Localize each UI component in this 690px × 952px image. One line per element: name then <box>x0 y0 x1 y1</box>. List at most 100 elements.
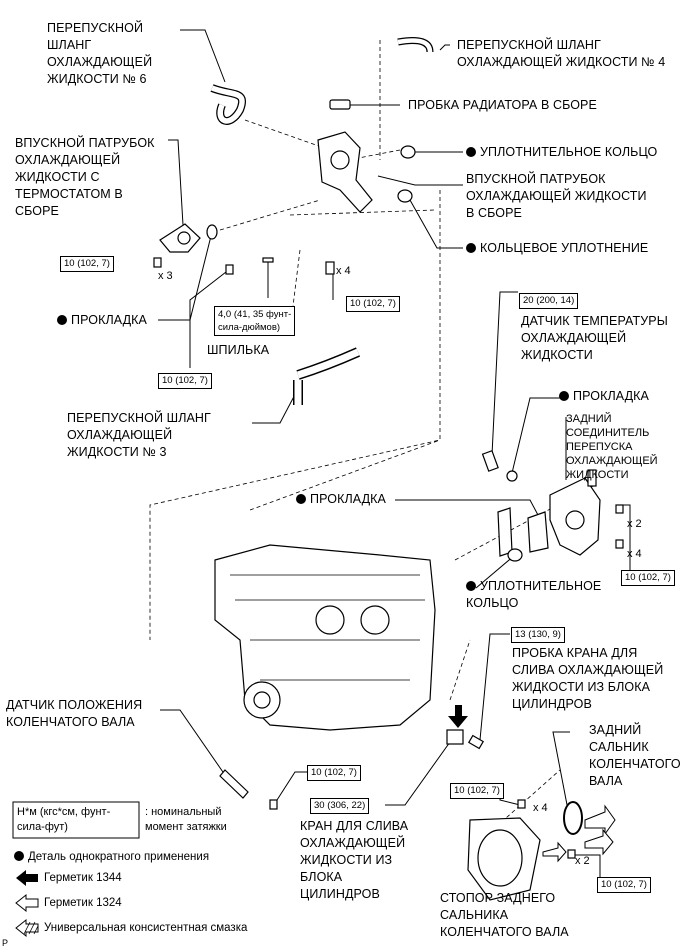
label-seal-retainer: СТОПОР ЗАДНЕГО САЛЬНИКА КОЛЕНЧАТОГО ВАЛА <box>440 891 569 939</box>
torque-box-stud: 4,0 (41, 35 фунт- сила-дюймов) <box>214 306 296 336</box>
rear-seal-part <box>563 801 583 835</box>
gasket-3a-part <box>497 507 513 557</box>
bolt-rear-2 <box>615 539 624 549</box>
grease-arrow-icon <box>584 804 616 836</box>
legend-sealant-1324-icon <box>15 893 39 913</box>
leader-o-ring-3 <box>475 554 516 589</box>
drain-cock-part <box>446 729 464 745</box>
multiplier-retainer-2: x 2 <box>575 855 590 867</box>
crank-sensor-part <box>219 769 249 799</box>
leader-gasket-2 <box>511 397 563 474</box>
sealant-1324-arrow-icon-2 <box>542 841 567 863</box>
leader-hose-6 <box>180 29 226 83</box>
o-ring-1-part <box>400 145 416 159</box>
gasket-1-part <box>206 224 218 240</box>
label-temp-sensor: ДАТЧИК ТЕМПЕРАТУРЫ ОХЛАЖДАЮЩЕЙ ЖИДКОСТИ <box>521 314 668 362</box>
bolt-rear-1 <box>615 504 624 514</box>
legend-single-use: Деталь однократного применения <box>14 850 209 864</box>
o-ring-2-part <box>397 189 413 203</box>
leader-drain-plug <box>479 633 510 741</box>
torque-box-rear-connector: 10 (102, 7) <box>621 570 675 586</box>
multiplier-rear-1: x 2 <box>627 518 642 530</box>
label-bypass-hose-6: ПЕРЕПУСКНОЙ ШЛАНГ ОХЛАЖДАЮЩЕЙ ЖИДКОСТИ №… <box>47 21 153 86</box>
label-crank-sensor: ДАТЧИК ПОЛОЖЕНИЯ КОЛЕНЧАТОГО ВАЛА <box>6 698 143 729</box>
torque-box-temp-sensor: 20 (200, 14) <box>519 293 579 309</box>
gasket-2-part <box>506 470 518 482</box>
label-radiator-cap: ПРОБКА РАДИАТОРА В СБОРЕ <box>408 98 597 112</box>
label-gasket-2: ПРОКЛАДКА <box>559 388 649 405</box>
bolt-crank-sensor <box>269 799 278 810</box>
label-o-ring-1: УПЛОТНИТЕЛЬНОЕ КОЛЬЦО <box>466 144 657 161</box>
legend-sealant-1344: Герметик 1344 <box>44 872 122 884</box>
drain-plug-part <box>467 734 485 750</box>
label-bypass-hose-3: ПЕРЕПУСКНОЙ ШЛАНГ ОХЛАЖДАЮЩЕЙ ЖИДКОСТИ №… <box>67 411 211 459</box>
sealant-1344-arrow-icon <box>448 705 468 728</box>
legend-grease: Универсальная консистентная смазка <box>44 922 248 934</box>
sealant-1324-arrow-icon <box>584 828 614 856</box>
label-inlet-thermostat: ВПУСКНОЙ ПАТРУБОК ОХЛАЖДАЮЩЕЙ ЖИДКОСТИ С… <box>15 136 155 218</box>
label-o-ring-2: КОЛЬЦЕВОЕ УПЛОТНЕНИЕ <box>466 240 648 257</box>
torque-box-retainer-1: 10 (102, 7) <box>450 783 504 799</box>
torque-box-crank-sensor: 10 (102, 7) <box>307 765 361 781</box>
legend-sealant-1344-icon <box>16 870 38 886</box>
single-use-dot-icon <box>466 147 476 157</box>
label-gasket-1: ПРОКЛАДКА <box>57 312 147 329</box>
bolt-inlet <box>225 264 234 275</box>
inlet-housing-part <box>317 131 373 213</box>
label-inlet-housing: ВПУСКНОЙ ПАТРУБОК ОХЛАЖДАЮЩЕЙ ЖИДКОСТИ В… <box>466 172 647 220</box>
multiplier-retainer-1: x 4 <box>533 802 548 814</box>
torque-box-thermostat: 10 (102, 7) <box>60 256 114 272</box>
leader-gasket-3 <box>395 499 539 516</box>
single-use-dot-icon <box>466 243 476 253</box>
leader-bolt-1 <box>189 271 227 368</box>
multiplier-thermostat: x 3 <box>158 270 173 282</box>
leader-hose-4 <box>439 44 450 51</box>
leader-inlet-housing <box>377 175 463 186</box>
leader-hose-3 <box>252 384 301 424</box>
temp-sensor-part <box>481 450 499 472</box>
torque-box-drain-cock: 30 (306, 22) <box>310 798 370 814</box>
label-o-ring-3: УПЛОТНИТЕЛЬНОЕ КОЛЬЦО <box>466 579 602 610</box>
bolt-retainer-1 <box>517 799 526 809</box>
label-rear-seal: ЗАДНИЙ САЛЬНИК КОЛЕНЧАТОГО ВАЛА <box>589 723 681 788</box>
single-use-dot-icon <box>296 494 306 504</box>
bolt-inlet-x4 <box>325 261 335 275</box>
leader-o-ring-2 <box>409 199 463 249</box>
label-stud: ШПИЛЬКА <box>207 343 270 357</box>
leader-rear-seal <box>552 731 570 811</box>
corner-code: P <box>2 938 9 948</box>
radiator-cap-part <box>329 99 351 110</box>
leader-bolt-rear <box>620 504 631 572</box>
legend-torque-desc: : номинальный момент затяжки <box>145 806 227 833</box>
legend-torque-box <box>12 801 140 839</box>
o-ring-3-part <box>507 548 523 562</box>
label-drain-plug: ПРОБКА КРАНА ДЛЯ СЛИВА ОХЛАЖДАЮЩЕЙ ЖИДКО… <box>512 646 664 711</box>
single-use-dot-icon <box>466 581 476 591</box>
torque-box-drain-plug: 13 (130, 9) <box>511 627 565 643</box>
gasket-3b-part <box>527 511 549 553</box>
single-use-dot-icon <box>559 391 569 401</box>
multiplier-inlet: x 4 <box>336 265 351 277</box>
stud-part <box>262 257 274 263</box>
single-use-dot-icon <box>57 315 67 325</box>
leader-temp-sensor <box>491 291 518 456</box>
label-rear-connector: ЗАДНИЙ СОЕДИНИТЕЛЬ ПЕРЕПУСКА ОХЛАЖДАЮЩЕЙ… <box>566 413 658 481</box>
torque-box-inlet: 10 (102, 7) <box>158 373 212 389</box>
single-use-dot-icon <box>14 851 24 861</box>
label-bypass-hose-4: ПЕРЕПУСКНОЙ ШЛАНГ ОХЛАЖДАЮЩЕЙ ЖИДКОСТИ №… <box>457 38 666 69</box>
legend-torque-unit: Н*м (кгс*см, фунт- сила-фут) <box>17 806 111 833</box>
bolt-thermostat <box>153 257 162 268</box>
label-gasket-3: ПРОКЛАДКА <box>296 491 386 508</box>
legend-sealant-1324: Герметик 1324 <box>44 897 122 909</box>
legend-grease-icon <box>15 918 39 938</box>
leader-bolt-crank <box>276 771 310 801</box>
leader-drain-cock <box>385 734 456 806</box>
bypass-hose-3-part <box>293 347 361 405</box>
label-drain-cock: КРАН ДЛЯ СЛИВА ОХЛАЖДАЮЩЕЙ ЖИДКОСТИ ИЗ Б… <box>300 819 409 901</box>
torque-box-retainer-2: 10 (102, 7) <box>597 877 651 893</box>
torque-box-inlet-x4: 10 (102, 7) <box>346 296 400 312</box>
leader-bolt-retainer-2 <box>575 854 601 880</box>
bolt-retainer-2 <box>567 849 576 859</box>
multiplier-rear-2: x 4 <box>627 548 642 560</box>
